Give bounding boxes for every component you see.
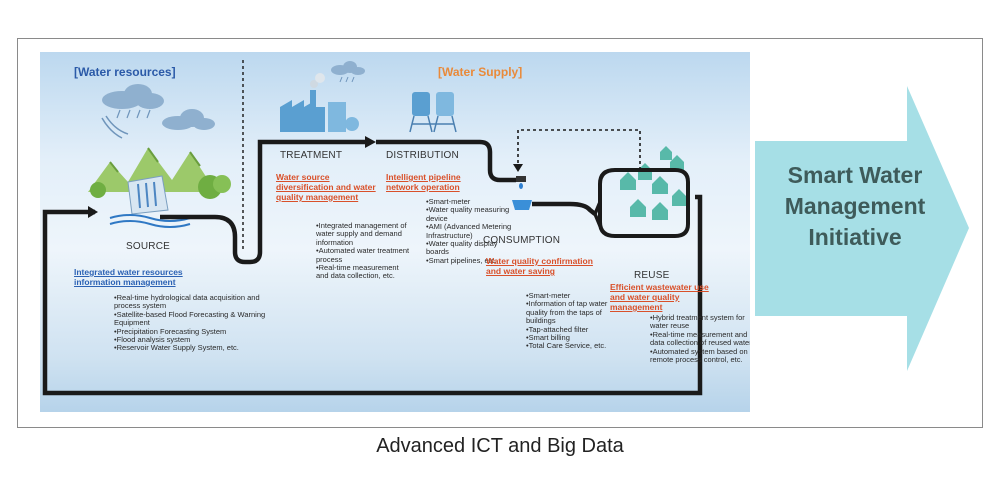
list-item: •AMI (Advanced Metering Infrastructure) xyxy=(426,222,512,240)
list-item: •Integrated management of water supply a… xyxy=(316,221,407,247)
list-item: •Real-time measurement and data collecti… xyxy=(316,263,399,281)
water-supply-header: [Water Supply] xyxy=(438,65,523,79)
flow-diagram xyxy=(42,60,703,396)
list-item: •Smart billing xyxy=(526,333,570,343)
source-list: •Real-time hydrological data acquisition… xyxy=(74,293,284,353)
faucet-icon xyxy=(512,176,532,210)
houses-icon xyxy=(620,146,686,220)
reuse-feedback-dashed xyxy=(517,129,641,170)
source-heading: Integrated water resources information m… xyxy=(74,267,183,287)
list-item: •Flood analysis system xyxy=(114,335,191,345)
water-cycle-panel: [Water resources] [Water Supply] SOURCE … xyxy=(40,52,750,412)
reuse-list: •Hybrid treatment system for water reuse… xyxy=(610,313,750,365)
initiative-label: Smart Water Management Initiative xyxy=(784,162,926,250)
consumption-list: •Smart-meter •Information of tap water q… xyxy=(486,291,626,351)
flow-pipe-treatment xyxy=(160,139,365,265)
list-item: •Hybrid treatment system for water reuse xyxy=(650,313,745,331)
treatment-heading: Water source diversification and water q… xyxy=(276,172,376,202)
flow-pipe-consumption xyxy=(532,201,597,216)
mountain-icon xyxy=(88,147,231,199)
reuse-loop xyxy=(598,168,690,238)
list-item: •Real-time hydrological data acquisition… xyxy=(114,293,260,311)
arrow-head xyxy=(365,136,376,148)
list-item: •Water quality measuring device xyxy=(426,205,510,223)
stage-distribution: DISTRIBUTION xyxy=(386,150,459,161)
arrow-head xyxy=(513,164,523,172)
stage-consumption: CONSUMPTION xyxy=(483,235,561,246)
diagram-caption: Advanced ICT and Big Data xyxy=(376,435,624,457)
consumption-heading: Water quality confirmation and water sav… xyxy=(486,256,593,276)
flow-pipe xyxy=(42,194,703,396)
reuse-branch xyxy=(593,201,602,227)
reuse-heading: Efficient wastewater use and water quali… xyxy=(610,282,709,312)
dam-icon xyxy=(109,175,191,228)
initiative-arrow-icon xyxy=(755,86,969,371)
list-item: •Precipitation Forecasting System xyxy=(114,326,227,336)
treatment-plant-icon xyxy=(280,73,359,132)
arrow-head xyxy=(88,206,98,218)
list-item: •Total Care Service, etc. xyxy=(526,341,607,351)
list-item: •Reservoir Water Supply System, etc. xyxy=(114,343,239,353)
list-item: •Information of tap water quality from t… xyxy=(526,299,608,326)
water-resources-header: [Water resources] xyxy=(74,65,176,79)
flow-pipe-distribution xyxy=(376,139,516,183)
list-item: •Smart-meter xyxy=(426,197,471,206)
treatment-list: •Integrated management of water supply a… xyxy=(276,221,412,281)
list-item: •Water quality display boards xyxy=(426,239,498,257)
list-item: •Real-time measurement and data collecti… xyxy=(650,329,750,348)
distribution-list: •Smart-meter •Water quality measuring de… xyxy=(386,197,518,265)
rain-cloud-icon xyxy=(101,84,215,139)
stage-treatment: TREATMENT xyxy=(280,150,343,161)
distribution-heading: Intelligent pipeline network operation xyxy=(386,172,461,192)
list-item: •Automated water treatment process xyxy=(316,246,410,264)
list-item: •Smart pipelines, etc. xyxy=(426,255,497,265)
list-item: •Automated system based on remote proces… xyxy=(650,346,748,365)
supply-cloud-icon xyxy=(331,61,365,83)
list-item: •Satellite-based Flood Forecasting & War… xyxy=(114,309,266,328)
water-tower-icon xyxy=(409,92,457,133)
list-item: •Tap-attached filter xyxy=(526,324,589,334)
stage-source: SOURCE xyxy=(126,241,170,252)
list-item: •Smart-meter xyxy=(526,291,571,300)
stage-reuse: REUSE xyxy=(634,270,670,281)
